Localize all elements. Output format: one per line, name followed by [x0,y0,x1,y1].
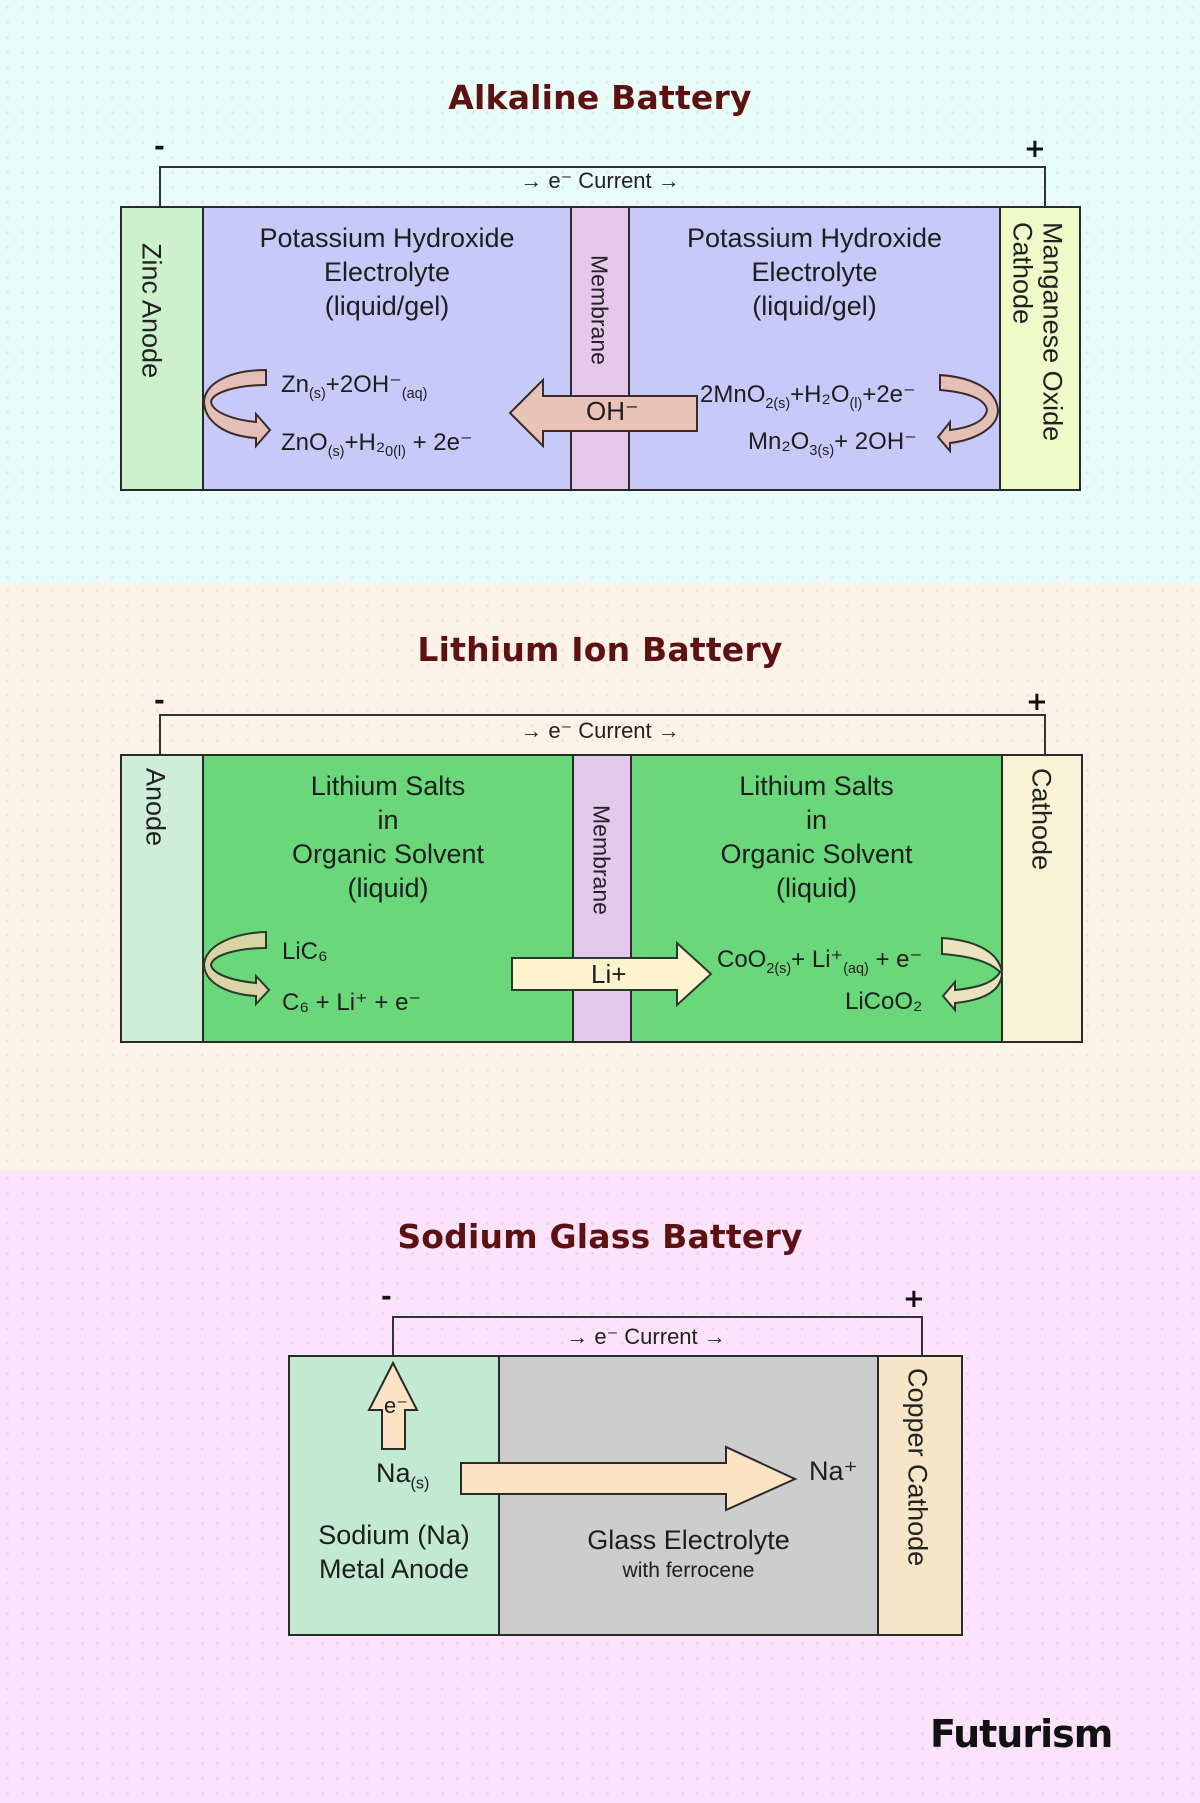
label-line: Potassium Hydroxide [686,223,943,253]
label-line: Electrolyte [751,257,878,287]
sodium-anode-label: Sodium (Na) Metal Anode [290,1518,498,1586]
sodium-solid-label: Na(s) [376,1458,430,1493]
sodium-title: Sodium Glass Battery [397,1217,803,1256]
label-line: (liquid/gel) [324,291,450,321]
lithium-positive-terminal: + [1026,687,1048,717]
lithium-cathode [1001,754,1083,1043]
sodium-electrolyte-label: Glass Electrolyte [587,1525,790,1555]
lithium-cathode-label: Cathode [1026,768,1057,871]
sodium-electron-label: e⁻ [384,1393,408,1418]
lithium-anode-products: C₆ + Li⁺ + e⁻ [282,989,422,1016]
sodium-external-wire [392,1316,923,1357]
label-line: Sodium (Na) [318,1520,470,1550]
sodium-current-label: → e⁻ Current → [566,1324,726,1349]
label-line: (liquid) [775,873,858,903]
sodium-cathode [877,1355,963,1636]
alkaline-cathode [999,206,1081,491]
alkaline-positive-terminal: + [1024,134,1046,164]
alkaline-cathode-label-line1: Manganese Oxide [1037,222,1068,442]
sodium-positive-terminal: + [903,1284,925,1314]
label-line: Potassium Hydroxide [259,223,515,253]
label-line: in [377,805,399,835]
futurism-logo: Futurism [930,1712,1113,1756]
sodium-electrolyte [498,1355,879,1636]
alkaline-ion-label: OH⁻ [586,396,639,426]
label-line: Lithium Salts [739,771,894,801]
sodium-ion-label: Na⁺ [809,1456,858,1486]
sodium-electrolyte-sublabel: with ferrocene [622,1559,755,1582]
label-line: in [805,805,827,835]
lithium-electrolyte-left-label: Lithium Salts in Organic Solvent (liquid… [202,769,574,905]
alkaline-negative-terminal: - [154,132,165,162]
label-line: Organic Solvent [720,839,913,869]
sodium-negative-terminal: - [381,1282,392,1312]
lithium-cathode-reactants: CoO2(s)+ Li⁺(aq) + e⁻ [717,946,923,977]
alkaline-anode-products: ZnO(s)+H₂0(l) + 2e⁻ [281,429,473,460]
lithium-anode-label: Anode [140,768,171,847]
alkaline-cathode-reactants: 2MnO2(s)+H₂O(l)+2e⁻ [700,381,916,412]
label-line: Organic Solvent [291,839,485,869]
label-line: Lithium Salts [310,771,466,801]
alkaline-title: Alkaline Battery [448,78,752,117]
alkaline-anode [120,206,204,491]
alkaline-current-label: → e⁻ Current → [520,168,680,193]
lithium-anode-reactants: LiC₆ [282,938,328,965]
alkaline-cathode-label-line2: Cathode [1007,222,1038,325]
lithium-cathode-products: LiCoO₂ [845,988,923,1015]
lithium-negative-terminal: - [154,686,165,716]
lithium-current-label: → e⁻ Current → [520,718,680,743]
alkaline-external-wire [159,166,1046,208]
alkaline-electrolyte-left-label: Potassium Hydroxide Electrolyte (liquid/… [202,221,572,323]
lithium-ion-label: Li+ [591,959,627,989]
alkaline-electrolyte-right-label: Potassium Hydroxide Electrolyte (liquid/… [628,221,1001,323]
label-line: Electrolyte [323,257,451,287]
label-line: Metal Anode [318,1554,470,1584]
sodium-cathode-label: Copper Cathode [902,1368,933,1567]
lithium-title: Lithium Ion Battery [417,630,783,669]
lithium-electrolyte-right-label: Lithium Salts in Organic Solvent (liquid… [630,769,1003,905]
alkaline-membrane-label: Membrane [586,255,613,365]
label-line: (liquid) [347,873,429,903]
alkaline-anode-label: Zinc Anode [136,243,167,379]
lithium-external-wire [159,714,1046,756]
label-line: (liquid/gel) [752,291,877,321]
alkaline-cathode-products: Mn₂O3(s)+ 2OH⁻ [748,428,917,459]
lithium-membrane-label: Membrane [588,805,615,915]
alkaline-anode-reactants: Zn(s)+2OH⁻(aq) [281,371,428,402]
